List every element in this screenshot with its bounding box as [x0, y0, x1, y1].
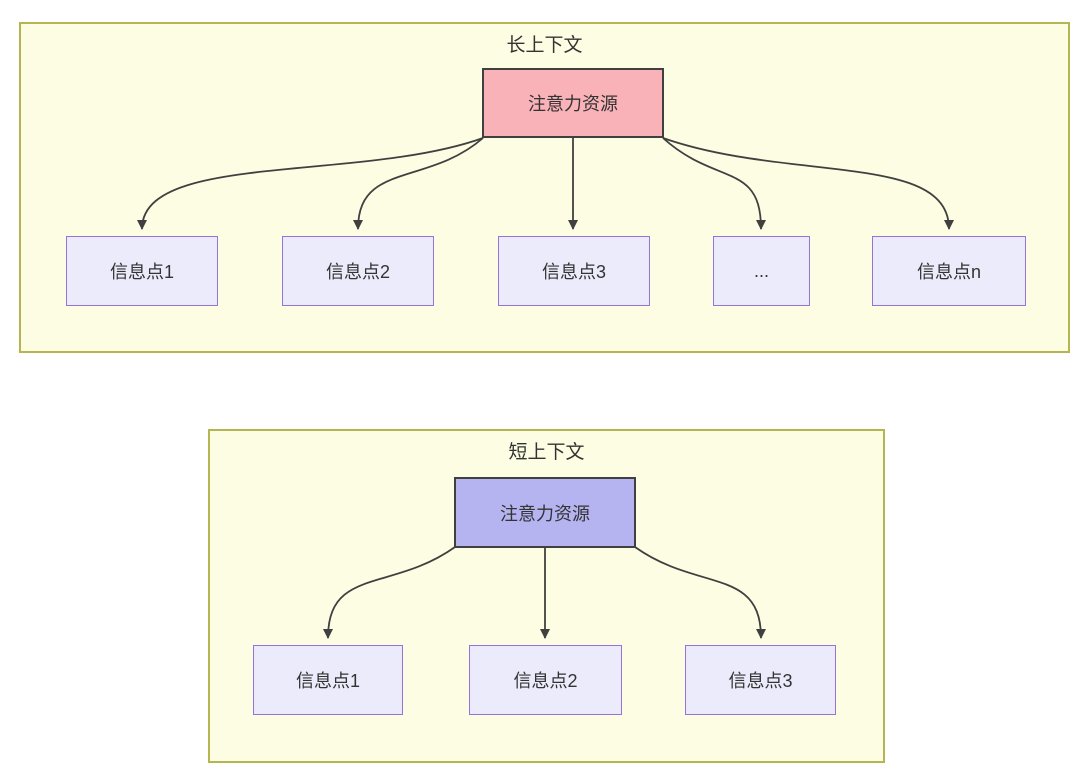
info-node-long-3: 信息点3	[498, 236, 650, 306]
info-node-short-1: 信息点1	[253, 645, 403, 715]
short-context-title: 短上下文	[508, 442, 585, 463]
info-node-long-1: 信息点1	[66, 236, 218, 306]
attention-node-long: 注意力资源	[482, 68, 664, 138]
info-node-long-2: 信息点2	[282, 236, 434, 306]
info-node-long-ellipsis: ...	[713, 236, 810, 306]
info-node-short-3: 信息点3	[685, 645, 836, 715]
info-node-long-n: 信息点n	[872, 236, 1026, 306]
info-node-short-2: 信息点2	[469, 645, 622, 715]
attention-node-short: 注意力资源	[454, 477, 636, 548]
long-context-title: 长上下文	[506, 35, 583, 56]
